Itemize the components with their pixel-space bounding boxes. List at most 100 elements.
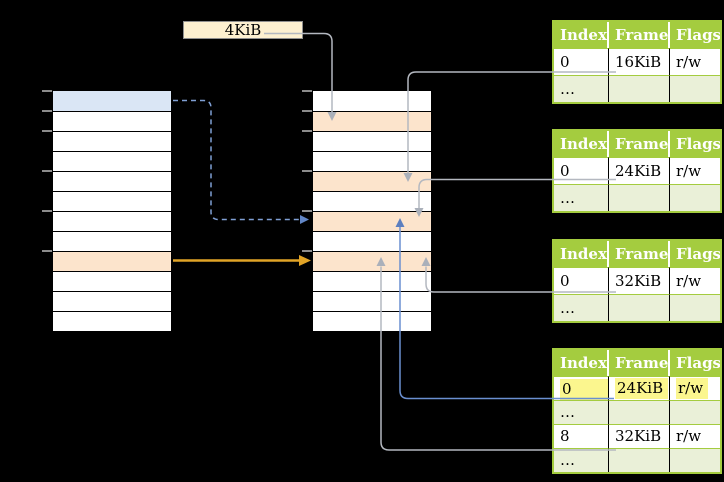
page-table-row: …	[554, 400, 720, 424]
column-header: Flags	[670, 131, 720, 157]
column-header: Index	[554, 22, 609, 48]
virtual-memory-cell	[53, 131, 171, 151]
column-header: Index	[554, 241, 609, 267]
column-header: Flags	[670, 350, 720, 376]
flags-cell: r/w	[670, 267, 720, 294]
physical-memory-cell	[313, 271, 431, 291]
column-header: Frame	[609, 350, 670, 376]
index-cell: 0	[554, 157, 609, 184]
tick-mark	[42, 90, 52, 92]
frame-cell	[609, 400, 670, 424]
physical-memory-cell	[313, 111, 431, 131]
flags-cell: r/w	[670, 48, 720, 75]
index-cell: …	[554, 294, 609, 321]
frame-cell: 16KiB	[609, 48, 670, 75]
frame-cell: 32KiB	[609, 267, 670, 294]
flags-cell: r/w	[670, 157, 720, 184]
tick-mark	[42, 210, 52, 212]
page-size-label: 4KiB	[183, 21, 303, 39]
column-header: Frame	[609, 241, 670, 267]
index-cell: 8	[554, 424, 609, 448]
column-header: Frame	[609, 131, 670, 157]
frame-cell	[609, 294, 670, 321]
arrowhead-right-icon	[299, 255, 311, 266]
page-table-row: …	[554, 184, 720, 211]
physical-memory-cell	[313, 171, 431, 191]
physical-memory-cell	[313, 191, 431, 211]
virtual-memory-cell	[53, 231, 171, 251]
column-header: Flags	[670, 241, 720, 267]
frame-cell	[609, 75, 670, 102]
index-cell: …	[554, 448, 609, 472]
physical-memory-cell	[313, 311, 431, 331]
tick-mark	[302, 210, 312, 212]
virtual-memory-cell	[53, 171, 171, 191]
physical-memory-cell	[313, 291, 431, 311]
page-table-row: 0 24KiB r/w	[554, 376, 720, 400]
flags-cell	[670, 400, 720, 424]
index-cell: 0	[554, 376, 609, 400]
index-cell: 0	[554, 48, 609, 75]
frame-cell: 24KiB	[609, 157, 670, 184]
page-table-row: …	[554, 75, 720, 102]
flags-cell	[670, 448, 720, 472]
tick-mark	[302, 90, 312, 92]
physical-memory-cell	[313, 151, 431, 171]
flags-cell: r/w	[670, 424, 720, 448]
physical-memory-cell	[313, 91, 431, 111]
tick-mark	[42, 170, 52, 172]
physical-memory-cell	[313, 251, 431, 271]
column-header: Index	[554, 131, 609, 157]
flags-cell	[670, 294, 720, 321]
physical-memory-cell	[313, 211, 431, 231]
flags-cell: r/w	[670, 376, 720, 400]
arrowhead-right-icon	[300, 215, 309, 224]
virtual-memory-cell	[53, 271, 171, 291]
index-cell: …	[554, 75, 609, 102]
virtual-memory-cell	[53, 91, 171, 111]
tick-mark	[302, 250, 312, 252]
physical-memory-cell	[313, 131, 431, 151]
column-header: Flags	[670, 22, 720, 48]
physical-memory-column	[312, 90, 432, 332]
tick-mark	[302, 110, 312, 112]
highlighted-value: r/w	[676, 378, 709, 399]
tick-mark	[42, 250, 52, 252]
frame-cell	[609, 448, 670, 472]
highlighted-value: 24KiB	[615, 378, 669, 399]
virtual-memory-cell	[53, 311, 171, 331]
frame-cell: 32KiB	[609, 424, 670, 448]
tick-mark	[42, 110, 52, 112]
page-table-row: …	[554, 448, 720, 472]
column-header: Index	[554, 350, 609, 376]
tick-mark	[302, 170, 312, 172]
frame-cell	[609, 184, 670, 211]
virtual-memory-cell	[53, 291, 171, 311]
virtual-memory-cell	[53, 111, 171, 131]
column-header: Frame	[609, 22, 670, 48]
index-cell: …	[554, 400, 609, 424]
index-cell: 0	[554, 267, 609, 294]
virtual-memory-cell	[53, 211, 171, 231]
flags-cell	[670, 184, 720, 211]
virtual-memory-cell	[53, 191, 171, 211]
tick-mark	[302, 130, 312, 132]
virtual-memory-cell	[53, 151, 171, 171]
arrow-virtual-to-physical-dashed	[173, 99, 299, 221]
page-table-row: …	[554, 294, 720, 321]
frame-cell: 24KiB	[609, 376, 670, 400]
virtual-memory-column	[52, 90, 172, 332]
